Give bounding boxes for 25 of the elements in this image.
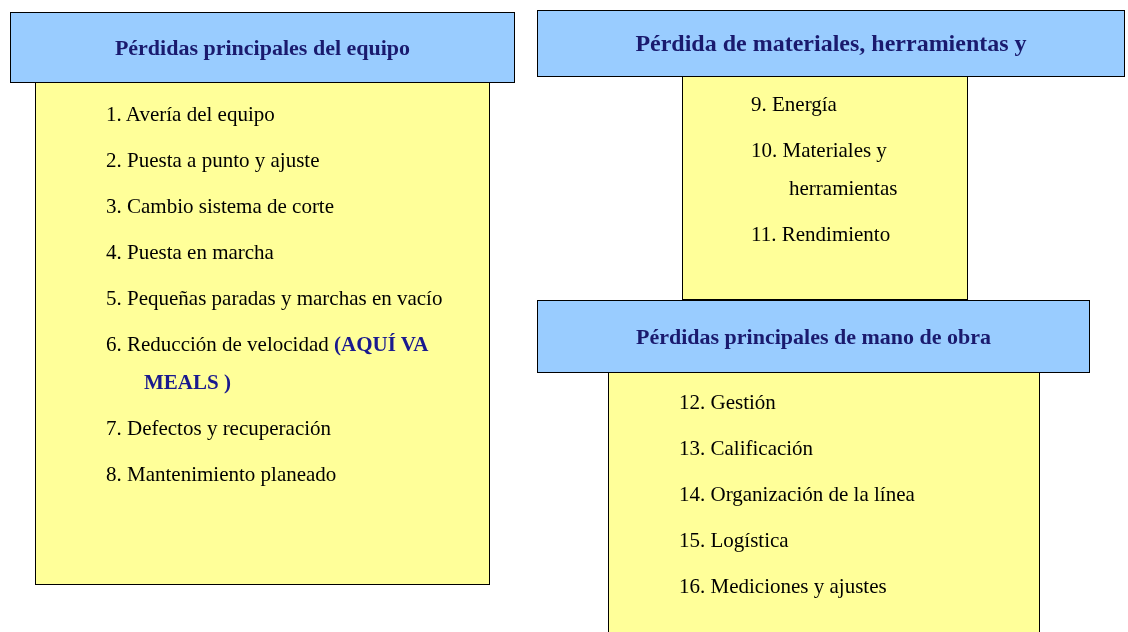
header-box [10,12,515,83]
header-title: Pérdidas principales del equipo [114,34,411,61]
list-panel [682,76,968,300]
list-item: 9. Energía [751,91,838,118]
list-item: 2. Puesta a punto y ajuste [106,147,321,174]
list-item: 3. Cambio sistema de corte [106,193,336,220]
header-box [537,10,1125,77]
list-item: 4. Puesta en marcha [106,239,275,266]
header-title: Pérdidas principales de mano de obra [635,323,992,350]
list-panel [35,82,490,585]
list-item: 1. Avería del equipo [106,101,276,128]
header-box [537,300,1090,373]
list-panel [608,372,1040,632]
list-item: 14. Organización de la línea [679,481,916,508]
list-item: 6. Reducción de velocidad (AQUÍ VA MEALS ) [106,331,429,396]
list-item: 5. Pequeñas paradas y marchas en vacío [106,285,444,312]
header-title: Pérdida de materiales, herramientas y [635,30,1027,57]
list-item: 11. Rendimiento [751,221,892,248]
list-item: 10. Materiales y herramientas [751,137,899,202]
list-item: 8. Mantenimiento planeado [106,461,338,488]
list-item: 16. Mediciones y ajustes [679,573,888,600]
list-item: 15. Logística [679,527,790,554]
list-item: 12. Gestión [679,389,777,416]
list-item: 13. Calificación [679,435,815,462]
list-item: 7. Defectos y recuperación [106,415,333,442]
